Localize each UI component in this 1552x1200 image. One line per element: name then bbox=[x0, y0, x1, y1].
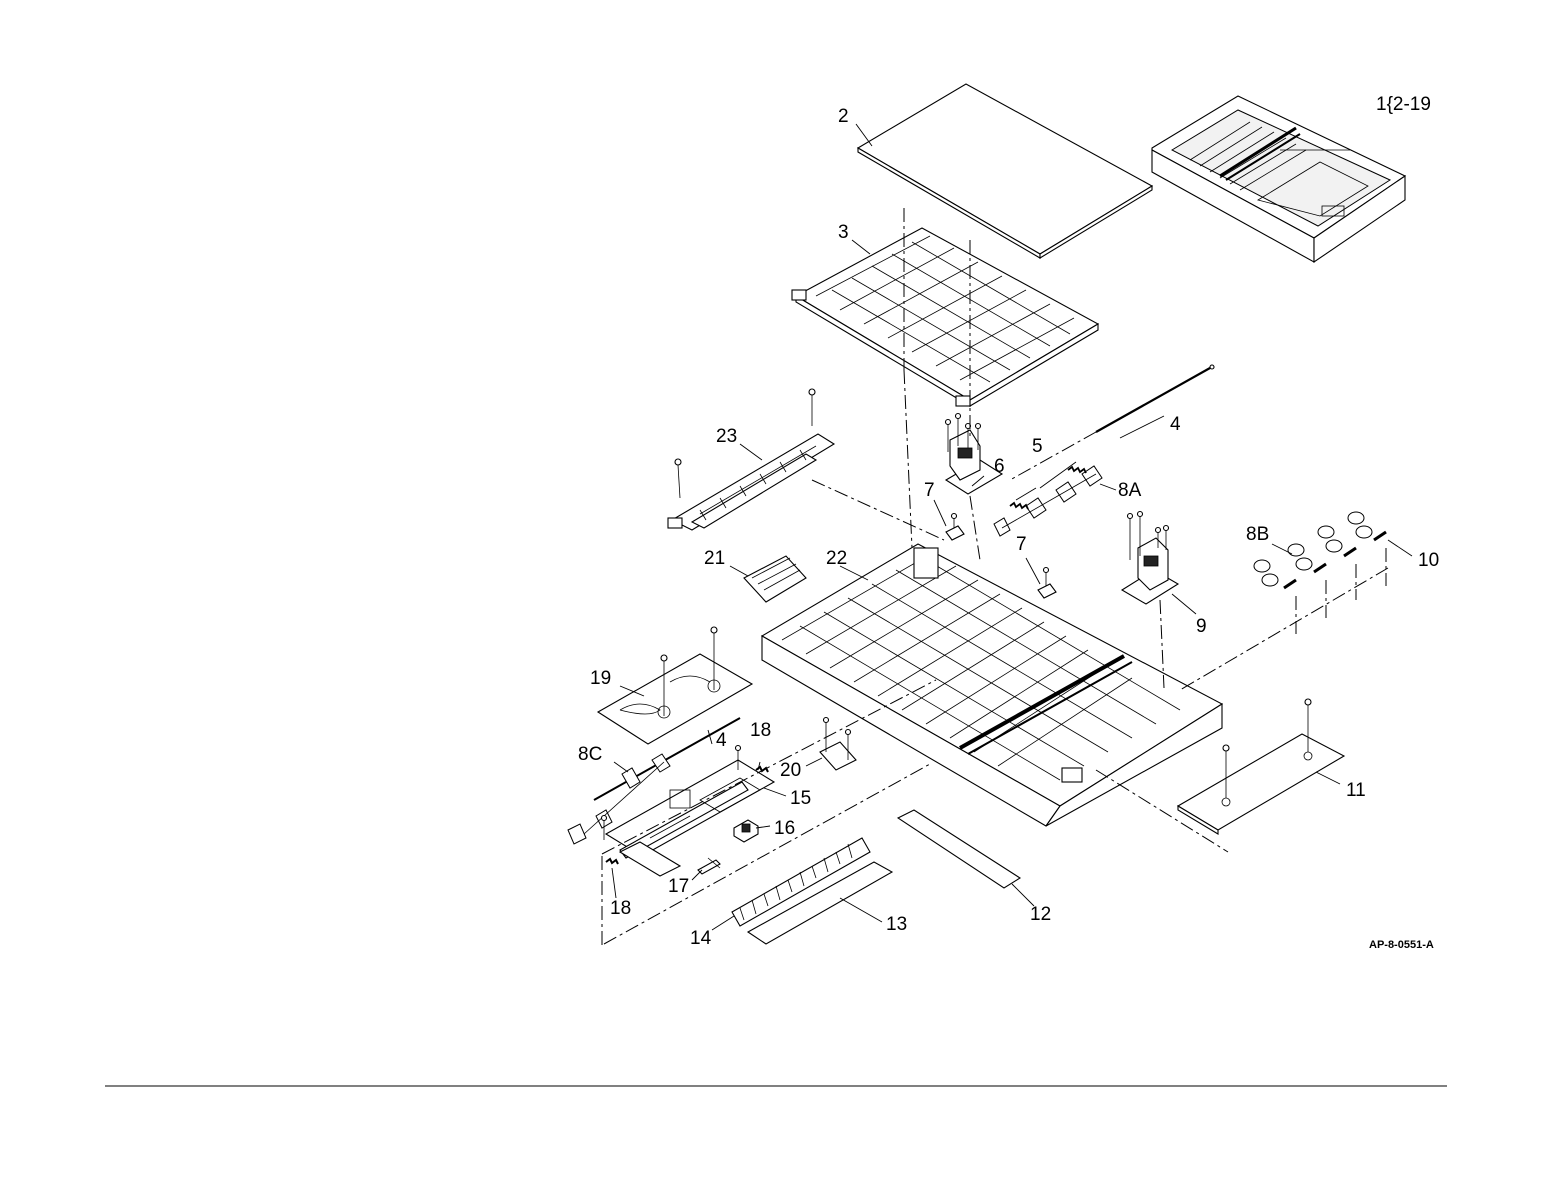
callout-12: 12 bbox=[1030, 904, 1051, 925]
callout-23: 23 bbox=[716, 426, 737, 447]
figure-code: AP-8-0551-A bbox=[1369, 939, 1434, 951]
callout-4: 4 bbox=[1170, 414, 1181, 435]
assembly-thumbnail bbox=[1152, 96, 1405, 262]
callout-14: 14 bbox=[690, 928, 712, 949]
callout-16: 16 bbox=[774, 818, 795, 839]
callout-4: 4 bbox=[716, 730, 727, 751]
callout-18: 18 bbox=[750, 720, 771, 741]
part-3-frame bbox=[792, 228, 1098, 406]
callout-17: 17 bbox=[668, 876, 689, 897]
callout-18: 18 bbox=[610, 898, 631, 919]
callout-7: 7 bbox=[924, 480, 935, 501]
part-12-strip bbox=[898, 810, 1020, 888]
part-21-guide bbox=[744, 556, 806, 602]
part-16-sensor bbox=[734, 820, 758, 842]
part-8a-rollers bbox=[994, 466, 1102, 536]
callout-7: 7 bbox=[1016, 534, 1027, 555]
callout-11: 11 bbox=[1346, 780, 1366, 801]
callout-3: 3 bbox=[838, 222, 849, 243]
callout-15: 15 bbox=[790, 788, 811, 809]
callout-22: 22 bbox=[826, 548, 847, 569]
assembly-reference: 1{2-19 bbox=[1376, 94, 1431, 115]
part-11-plate bbox=[1178, 734, 1344, 834]
callout-8a: 8A bbox=[1118, 480, 1142, 501]
part-2-cover-sheet bbox=[858, 84, 1152, 254]
part-17-actuator bbox=[698, 858, 720, 874]
callout-9: 9 bbox=[1196, 616, 1207, 637]
callout-8c: 8C bbox=[578, 744, 602, 765]
part-9-bracket bbox=[1122, 512, 1178, 605]
callout-19: 19 bbox=[590, 668, 611, 689]
callout-20: 20 bbox=[780, 760, 801, 781]
part-18-spring bbox=[606, 859, 618, 864]
part-6-bracket bbox=[946, 414, 1003, 495]
part-23-guide-plate bbox=[668, 434, 834, 530]
callout-13: 13 bbox=[886, 914, 907, 935]
part-20-bracket bbox=[820, 718, 856, 771]
callout-21: 21 bbox=[704, 548, 725, 569]
callout-5: 5 bbox=[1032, 436, 1043, 457]
part-19-plate bbox=[598, 654, 752, 744]
part-4-shaft bbox=[1096, 368, 1210, 432]
callout-8b: 8B bbox=[1246, 524, 1269, 545]
part-7-clip bbox=[946, 514, 964, 541]
part-7-clip bbox=[1038, 568, 1056, 599]
callout-6: 6 bbox=[994, 456, 1005, 477]
callout-2: 2 bbox=[838, 106, 849, 127]
callout-10: 10 bbox=[1418, 550, 1439, 571]
